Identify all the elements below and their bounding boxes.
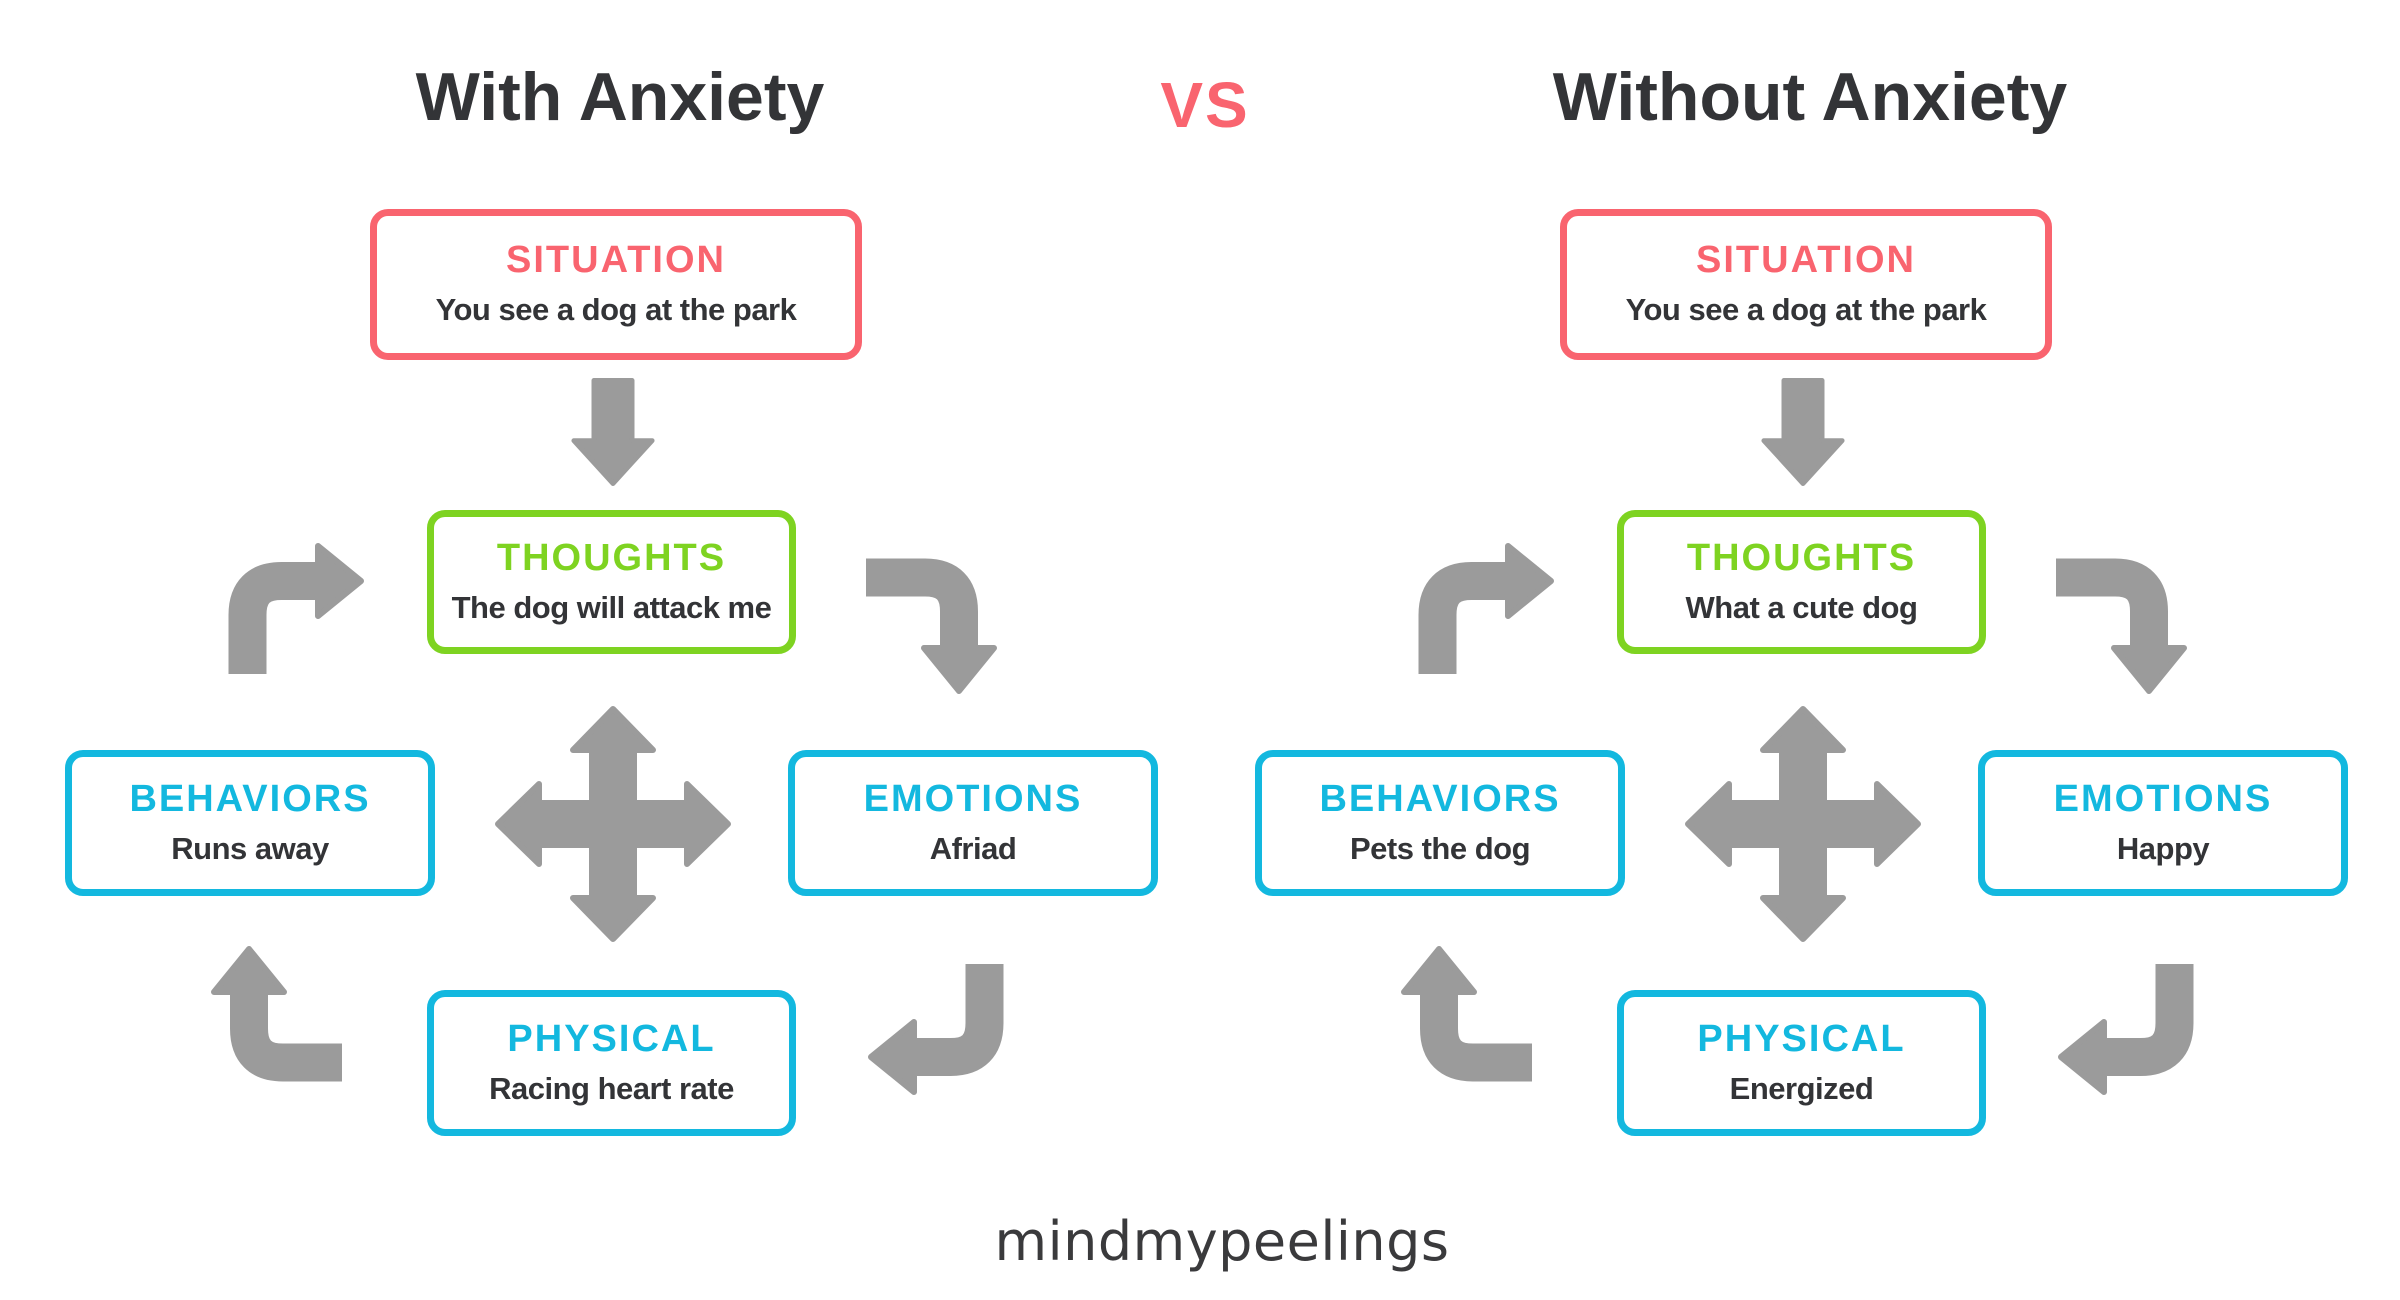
thoughts-box: THOUGHTS What a cute dog: [1617, 510, 1986, 654]
thoughts-text: What a cute dog: [1685, 589, 1918, 625]
situation-label: SITUATION: [506, 239, 726, 282]
down-arrow-icon: [1760, 376, 1846, 488]
behaviors-box: BEHAVIORS Runs away: [65, 750, 435, 896]
behaviors-text: Pets the dog: [1349, 830, 1531, 866]
physical-label: PHYSICAL: [1697, 1017, 1906, 1060]
situation-text: You see a dog at the park: [435, 292, 797, 328]
situation-label: SITUATION: [1696, 239, 1916, 282]
behaviors-box: BEHAVIORS Pets the dog: [1255, 750, 1625, 896]
turn-arrow-left-up-icon: [1398, 946, 1534, 1082]
behaviors-label: BEHAVIORS: [1319, 777, 1561, 820]
emotions-text: Afriad: [929, 830, 1017, 866]
thoughts-text: The dog will attack me: [451, 589, 772, 625]
turn-arrow-up-right-icon: [1418, 540, 1554, 676]
behaviors-text: Runs away: [171, 830, 329, 866]
turn-arrow-left-up-icon: [208, 946, 344, 1082]
physical-box: PHYSICAL Racing heart rate: [427, 990, 796, 1136]
four-way-arrows-icon: [1683, 704, 1923, 944]
turn-arrow-right-down-icon: [864, 558, 1000, 694]
vs-label: VS: [1160, 69, 1250, 141]
down-arrow-icon: [570, 376, 656, 488]
turn-arrow-down-left-icon: [2058, 962, 2194, 1098]
emotions-label: EMOTIONS: [863, 777, 1083, 820]
thoughts-box: THOUGHTS The dog will attack me: [427, 510, 796, 654]
situation-box: SITUATION You see a dog at the park: [1560, 209, 2052, 360]
emotions-box: EMOTIONS Happy: [1978, 750, 2348, 896]
panel-title-without-anxiety: Without Anxiety: [1552, 59, 2068, 135]
panel-title-with-anxiety: With Anxiety: [415, 59, 825, 135]
physical-box: PHYSICAL Energized: [1617, 990, 1986, 1136]
brand-wordmark: mindmypeelings: [994, 1210, 1450, 1273]
situation-box: SITUATION You see a dog at the park: [370, 209, 862, 360]
thoughts-label: THOUGHTS: [1686, 536, 1917, 579]
turn-arrow-up-right-icon: [228, 540, 364, 676]
panel-with-anxiety: With Anxiety SITUATION You see a dog at …: [65, 59, 1158, 1136]
situation-text: You see a dog at the park: [1625, 292, 1987, 328]
behaviors-label: BEHAVIORS: [129, 777, 371, 820]
panel-without-anxiety: Without Anxiety SITUATION You see a dog …: [1190, 0, 2400, 1300]
emotions-box: EMOTIONS Afriad: [788, 750, 1158, 896]
thoughts-label: THOUGHTS: [496, 536, 727, 579]
turn-arrow-right-down-icon: [2054, 558, 2190, 694]
physical-label: PHYSICAL: [507, 1017, 716, 1060]
emotions-label: EMOTIONS: [2053, 777, 2273, 820]
turn-arrow-down-left-icon: [868, 962, 1004, 1098]
emotions-text: Happy: [2116, 830, 2210, 866]
physical-text: Energized: [1729, 1070, 1874, 1106]
physical-text: Racing heart rate: [489, 1070, 734, 1106]
four-way-arrows-icon: [493, 704, 733, 944]
